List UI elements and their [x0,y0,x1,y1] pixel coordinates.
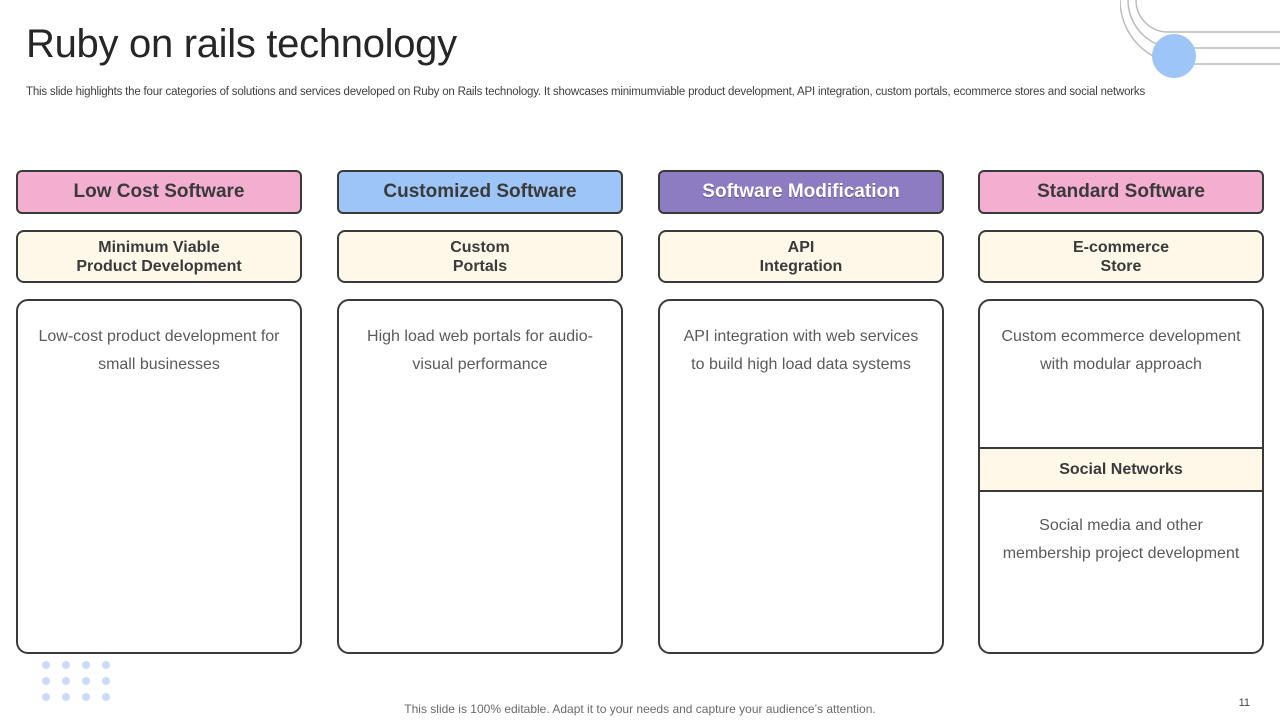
body-text: Low-cost product development for small b… [38,328,280,373]
sub-box-api-integration: API Integration [658,230,944,283]
body-box-standard: Custom ecommerce development with modula… [978,299,1264,654]
body-text: API integration with web services to bui… [683,328,919,373]
social-networks-body: Social media and other membership projec… [1002,517,1240,562]
column-header-label: Customized Software [383,181,577,202]
column-header-label: Standard Software [1037,181,1205,202]
sub-box-custom-portals: Custom Portals [337,230,623,283]
column-header-standard-software: Standard Software [978,170,1264,214]
page-number: 11 [1238,697,1250,709]
body-text: Custom ecommerce development with modula… [1001,328,1241,373]
column-header-customized-software: Customized Software [337,170,623,214]
body-box-customized: High load web portals for audio-visual p… [337,299,623,654]
column-header-label: Low Cost Software [73,181,245,202]
body-box-low-cost: Low-cost product development for small b… [16,299,302,654]
column-header-label: Software Modification [702,181,900,202]
sub-box-ecommerce-store: E-commerce Store [978,230,1264,283]
body-text: High load web portals for audio-visual p… [367,328,593,373]
sub-box-mvp-development: Minimum Viable Product Development [16,230,302,283]
footer-note: This slide is 100% editable. Adapt it to… [404,702,876,716]
concentric-arcs-decoration-icon [1120,0,1280,78]
column-header-software-modification: Software Modification [658,170,944,214]
social-networks-header: Social Networks [980,447,1262,492]
body-box-modification: API integration with web services to bui… [658,299,944,654]
dot-grid-decoration-icon [42,661,110,701]
slide-subtitle: This slide highlights the four categorie… [26,86,1145,98]
column-header-low-cost-software: Low Cost Software [16,170,302,214]
slide-title: Ruby on rails technology [26,22,457,66]
